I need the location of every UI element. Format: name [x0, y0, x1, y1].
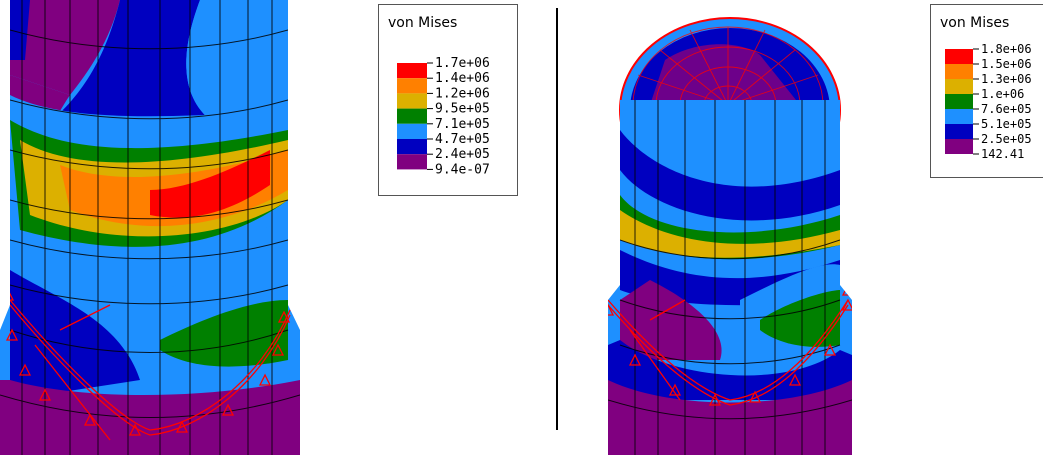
legend-tick-label: 1.e+06	[981, 87, 1024, 101]
legend-tick-label: 1.7e+06	[435, 56, 490, 71]
stress-contour-right	[608, 17, 852, 455]
color-swatches	[945, 49, 973, 154]
legend-swatch	[945, 79, 973, 94]
tick-labels: 1.7e+061.4e+061.2e+069.5e+057.1e+054.7e+…	[427, 56, 490, 177]
legend-tick-label: 1.5e+06	[981, 57, 1032, 71]
legend-swatch	[397, 139, 427, 155]
legend-swatch	[945, 64, 973, 79]
legend-tick-label: 2.4e+05	[435, 147, 490, 162]
legend-tick-label: 9.4e-07	[435, 162, 490, 177]
legend-swatch	[397, 63, 427, 79]
legend-swatch	[945, 94, 973, 109]
legend-swatch	[397, 78, 427, 94]
legend-swatch	[945, 124, 973, 139]
legend-swatch	[397, 123, 427, 139]
legend-tick-label: 7.6e+05	[981, 102, 1032, 116]
legend-swatch	[945, 109, 973, 124]
legend-tick-label: 4.7e+05	[435, 132, 490, 147]
legend-swatch	[945, 49, 973, 64]
color-scale-right: 1.8e+061.5e+061.3e+061.e+067.6e+055.1e+0…	[945, 42, 1032, 161]
legend-swatch	[945, 139, 973, 154]
legend-tick-label: 9.5e+05	[435, 102, 490, 117]
legend-swatch	[397, 154, 427, 170]
legend-swatch	[397, 108, 427, 124]
stress-plot-left	[0, 0, 300, 455]
legend-title: von Mises	[388, 15, 458, 31]
legend-swatch	[397, 93, 427, 109]
tick-labels: 1.8e+061.5e+061.3e+061.e+067.6e+055.1e+0…	[973, 42, 1032, 161]
legend-tick-label: 142.41	[981, 147, 1024, 161]
legend-tick-label: 1.4e+06	[435, 71, 490, 86]
color-scale-left: 1.7e+061.4e+061.2e+069.5e+057.1e+054.7e+…	[397, 56, 490, 177]
panel-divider	[556, 8, 558, 430]
legend-tick-label: 1.3e+06	[981, 72, 1032, 86]
legend-tick-label: 2.5e+05	[981, 132, 1032, 146]
legend-tick-label: 5.1e+05	[981, 117, 1032, 131]
stress-contour-left	[0, 0, 300, 455]
legend-title: von Mises	[940, 15, 1010, 31]
legend-tick-label: 7.1e+05	[435, 117, 490, 132]
stress-plot-right	[590, 0, 870, 455]
legend-tick-label: 1.2e+06	[435, 86, 490, 101]
legend-tick-label: 1.8e+06	[981, 42, 1032, 56]
color-swatches	[397, 63, 427, 170]
